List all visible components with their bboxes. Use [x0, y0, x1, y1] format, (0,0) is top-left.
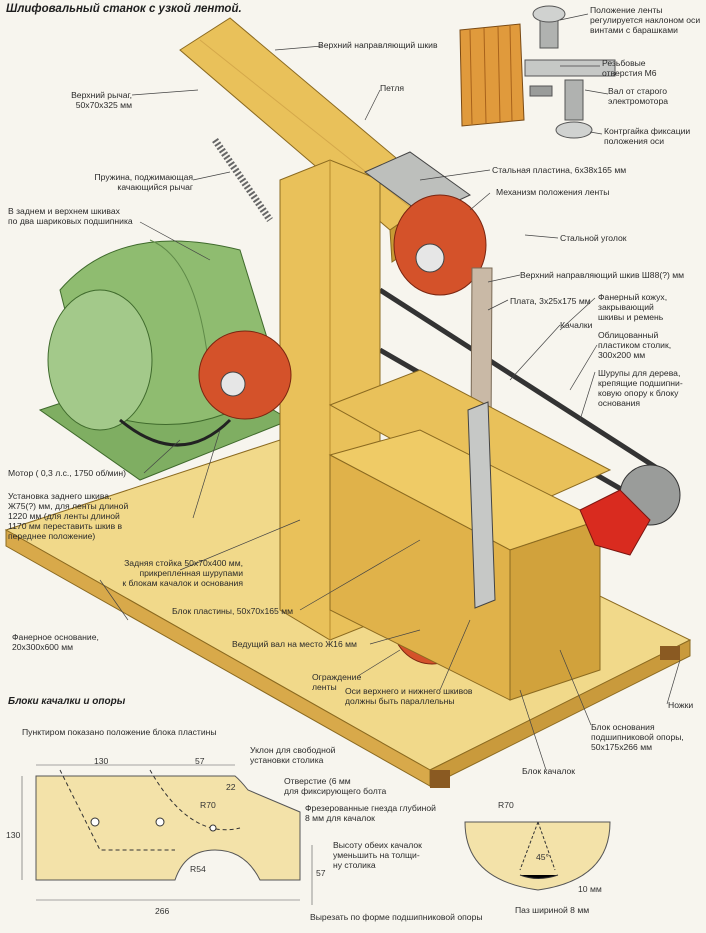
label-top-pulley: Верхний направляющий шкив — [318, 40, 438, 50]
spring — [212, 138, 273, 222]
label-slot: Паз шириной 8 мм — [515, 905, 590, 915]
leader-lines — [99, 13, 681, 771]
label-legs: Ножки — [668, 700, 694, 710]
dim-45: 45° — [536, 852, 549, 862]
label-steel-plate: Стальная пластина, 6х38х165 мм — [492, 165, 627, 175]
dim-r54: R54 — [190, 864, 206, 874]
dim-130-side: 130 — [6, 830, 21, 840]
label-angle-note: Положение ленты регулируется наклоном ос… — [590, 5, 701, 35]
label-rear-pulley: Установка заднего шкива, Ж75(?) мм, для … — [8, 491, 129, 541]
dim-22: 22 — [226, 782, 236, 792]
page-title: Шлифовальный станок с узкой лентой. — [6, 3, 242, 15]
upper-pulley — [393, 194, 487, 296]
label-upper-pulley-dia: Верхний направляющий шкив Ш88(?) мм — [520, 270, 685, 280]
label-table: Облицованный пластиком столик, 300х200 м… — [598, 330, 672, 360]
dim-10mm: 10 мм — [578, 884, 602, 894]
label-bearings: В заднем и верхнем шкивах по два шариков… — [8, 206, 133, 226]
label-threaded-holes: Резьбовые отверстия М6 — [602, 58, 657, 78]
label-milled: Фрезерованные гнезда глубиной 8 мм для к… — [305, 803, 436, 823]
label-steel-angle: Стальной уголок — [560, 233, 627, 243]
label-motor: Мотор ( 0,3 л.с., 1750 об/мин) — [8, 468, 126, 478]
label-base-block: Блок основания подшипниковой опоры, 50х1… — [591, 722, 684, 752]
label-belt-mech: Механизм положения ленты — [496, 187, 610, 197]
label-height-note: Высоту обеих качалок уменьшить на толщи-… — [333, 840, 422, 870]
bearing-support — [579, 489, 651, 556]
pulley-detail-inset — [459, 5, 616, 139]
label-rocker-block: Блок качалок — [522, 766, 576, 776]
dim-57-side: 57 — [316, 868, 326, 878]
label-old-motor-shaft: Вал от старого электромотора — [608, 86, 669, 106]
dim-266: 266 — [155, 906, 170, 916]
label-upper-lever: Верхний рычаг, 50х70х325 мм — [71, 90, 132, 110]
rocker-block-drawing — [21, 764, 313, 905]
label-rockers: Качалки — [560, 320, 593, 330]
rear-pulley — [198, 330, 292, 420]
rocker-drawing — [464, 821, 611, 891]
label-loop: Петля — [380, 83, 405, 93]
label-spring: Пружина, поджимающая качающийся рычаг — [94, 172, 193, 192]
label-drive-shaft: Ведущий вал на место Ж16 мм — [232, 639, 357, 649]
section-title: Блоки качалки и опоры — [8, 696, 126, 707]
label-plywood-base: Фанерное основание, 20х300х600 мм — [12, 632, 99, 652]
label-screws: Шурупы для дерева, крепящие подшипни- ко… — [598, 368, 683, 408]
label-plate-block: Блок пластины, 50х70х165 мм — [172, 606, 294, 616]
label-slope: Уклон для свободной установки столика — [250, 745, 336, 765]
dim-r70-a: R70 — [200, 800, 216, 810]
label-plate: Плата, 3х25х175 мм — [510, 296, 591, 306]
base-block — [509, 519, 601, 701]
guard-plate — [467, 401, 496, 609]
label-belt-guard: Ограждение ленты — [312, 672, 362, 692]
dim-57-top: 57 — [195, 756, 205, 766]
dim-r70-b: R70 — [498, 800, 514, 810]
label-plywood-cover: Фанерный кожух, закрывающий шкивы и реме… — [598, 292, 668, 322]
label-axes-parallel: Оси верхнего и нижнего шкивов должны быт… — [345, 686, 473, 706]
dim-130-top: 130 — [94, 756, 109, 766]
label-locknut: Контргайка фиксации положения оси — [604, 126, 691, 146]
label-rear-post: Задняя стойка 50х70х400 мм, прикрепленна… — [122, 558, 243, 588]
label-cutout: Вырезать по форме подшипниковой опоры — [310, 912, 483, 922]
label-hole: Отверстие (6 мм для фиксирующего болта — [284, 776, 387, 796]
label-dashed-note: Пунктиром показано положение блока пласт… — [22, 727, 217, 737]
